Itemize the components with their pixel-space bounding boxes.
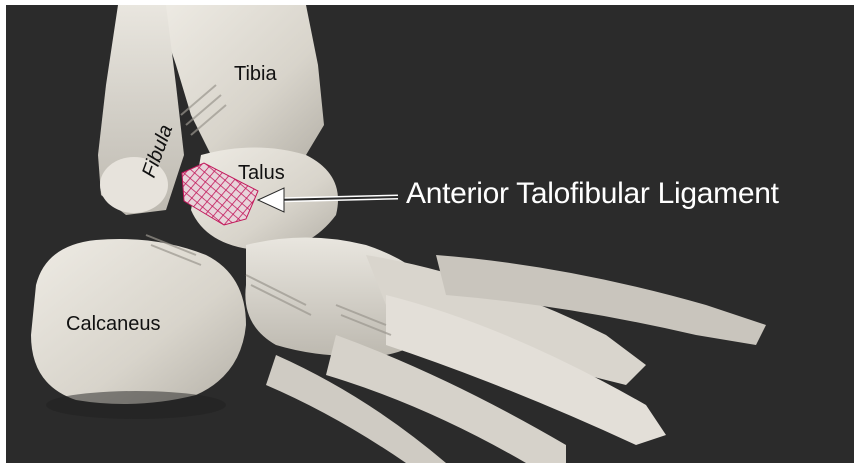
ankle-anatomy-figure: Tibia Fibula Talus Calcaneus Anterior Ta… [6,5,854,463]
anterior-talofibular-ligament-label: Anterior Talofibular Ligament [406,177,779,211]
ankle-bones-illustration [6,5,854,463]
calcaneus-label: Calcaneus [66,313,161,336]
talus-label: Talus [238,162,285,185]
tibia-label: Tibia [234,63,277,86]
